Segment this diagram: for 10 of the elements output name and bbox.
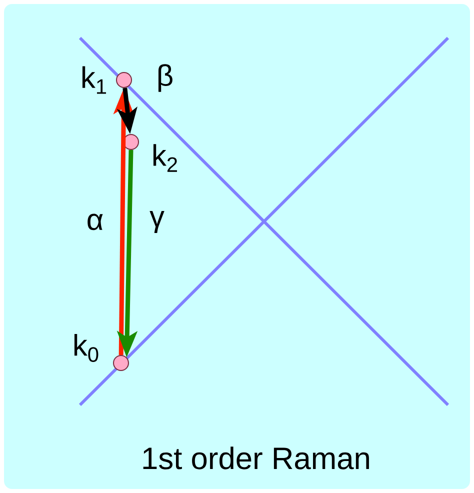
edge-label: α xyxy=(88,214,103,230)
point-label: k$_{1}$ xyxy=(82,66,106,94)
point-label: k$_{2}$ xyxy=(153,144,177,172)
edge-label: γ xyxy=(150,211,164,233)
point-circle xyxy=(116,72,132,88)
point-circle xyxy=(123,134,139,150)
edge-label: β xyxy=(158,64,172,92)
point-label: k$_{0}$ xyxy=(74,334,98,362)
caption: 1st order Raman xyxy=(143,446,369,470)
point-circle xyxy=(113,355,129,371)
